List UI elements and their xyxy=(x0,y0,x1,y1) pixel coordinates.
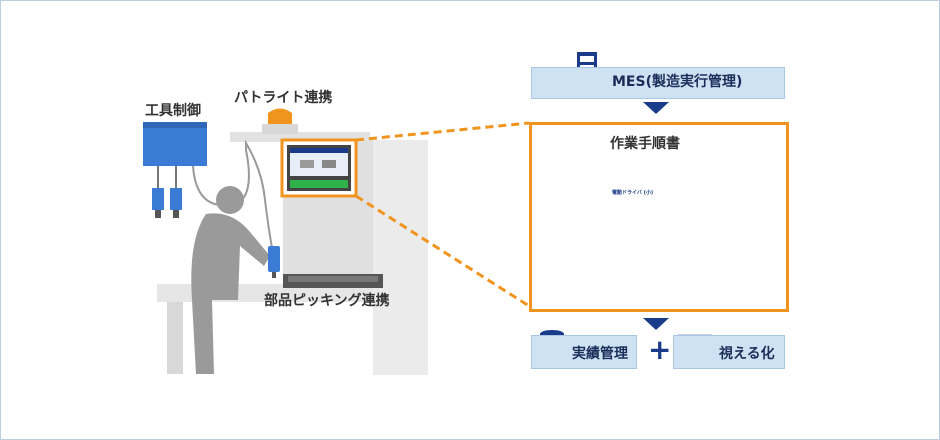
visualization-panel xyxy=(673,335,785,369)
tool-control-label: 工具制御 xyxy=(145,103,201,119)
mes-label: MES(製造実行管理) xyxy=(612,74,743,90)
machine-screen xyxy=(280,138,358,198)
screen-next-button: NEXT xyxy=(709,249,720,254)
screen-subtitle: 電動ドライバ (小) xyxy=(612,190,654,196)
screen-header-col-1: 作業名 xyxy=(590,156,602,161)
screen-row-label: 作業内容 xyxy=(571,172,587,177)
patlite-lamp xyxy=(262,108,298,134)
arrow-down-icon xyxy=(643,102,669,114)
patlite-label: パトライト連携 xyxy=(234,90,333,106)
results-panel xyxy=(531,335,637,369)
tool-control-box xyxy=(143,122,207,218)
work-procedure-title: 作業手順書 xyxy=(610,136,680,152)
tool-cable xyxy=(192,139,273,249)
parts-picking-label: 部品ピッキング連携 xyxy=(264,293,390,309)
electric-driver xyxy=(268,246,280,278)
screen-header-col-2: 作業名 xyxy=(655,156,667,161)
results-label: 実績管理 xyxy=(572,346,628,362)
zoom-line-bottom xyxy=(355,194,530,308)
mes-panel xyxy=(531,67,785,99)
screen-next-button: NEXT xyxy=(667,249,678,254)
screen-help-button: HELP xyxy=(622,249,633,254)
operator-figure xyxy=(191,186,270,374)
screen-back-button: BACK xyxy=(579,249,590,254)
work-procedure-frame xyxy=(529,122,789,312)
screen-row-label: 指示 xyxy=(571,189,579,194)
visualization-label: 視える化 xyxy=(719,346,775,362)
screen-left-tag: ST xyxy=(571,164,576,169)
zoom-line-top xyxy=(355,121,530,142)
machine-cabinet xyxy=(230,132,428,375)
plus-sign: + xyxy=(648,333,672,366)
arrow-down-icon xyxy=(643,318,669,330)
